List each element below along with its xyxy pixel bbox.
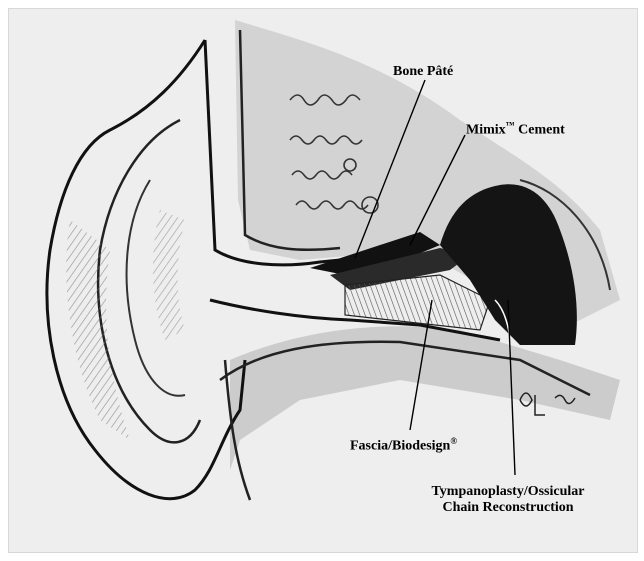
label-fascia-reg: ® xyxy=(450,436,457,446)
label-tympanoplasty: Tympanoplasty/Ossicular Chain Reconstruc… xyxy=(408,484,608,516)
label-bone-pate: Bone Pâté xyxy=(393,64,453,80)
label-mimix-cement: Mimix™ Cement xyxy=(466,117,565,139)
label-tympanoplasty-line1: Tympanoplasty/Ossicular xyxy=(408,484,608,500)
label-mimix-suffix: Cement xyxy=(515,123,565,138)
label-mimix-tm: ™ xyxy=(506,120,515,130)
label-tympanoplasty-line2: Chain Reconstruction xyxy=(408,500,608,516)
auricle-shadow-2 xyxy=(153,210,185,340)
label-mimix-name: Mimix xyxy=(466,123,506,138)
label-fascia-biodesign: Fascia/Biodesign® xyxy=(350,433,457,455)
auricle-shadow xyxy=(66,220,130,440)
label-bone-pate-text: Bone Pâté xyxy=(393,64,453,79)
label-fascia-name: Fascia/Biodesign xyxy=(350,439,450,454)
